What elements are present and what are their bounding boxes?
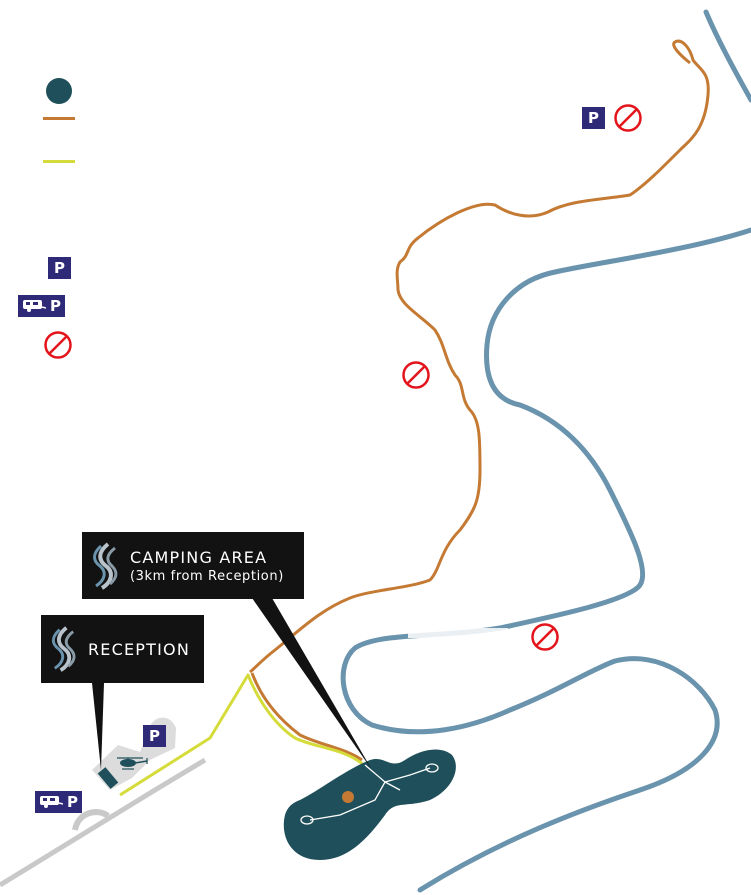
camping-area-title: CAMPING AREA (130, 547, 268, 567)
no-entry-icon (44, 331, 72, 359)
camping-area-shape[interactable] (283, 749, 456, 860)
walking-path (119, 673, 367, 797)
legend-parking-letter: P (54, 259, 65, 277)
camp-dot-icon (46, 78, 72, 104)
rv-parking-icon: P (18, 295, 65, 317)
reception-title: RECEPTION (87, 639, 190, 659)
camp-internal-road (309, 764, 431, 821)
caravan-icon (23, 300, 46, 312)
camping-label-pointer (252, 598, 372, 770)
reception-label[interactable]: RECEPTION (41, 615, 204, 683)
no-entry-icon[interactable] (613, 103, 643, 133)
river-logo-icon (51, 626, 76, 672)
highway-line (0, 757, 207, 888)
road-line-icon (43, 117, 75, 120)
no-entry-icon[interactable] (401, 360, 431, 390)
camp-point-marker[interactable] (342, 791, 354, 803)
parking-icon: P (48, 257, 71, 279)
helicopter-icon (117, 757, 148, 770)
no-entry-icon[interactable] (530, 622, 560, 652)
road-line (249, 39, 710, 674)
reception-building (97, 767, 119, 789)
legend-rv-parking-letter: P (50, 297, 61, 315)
camp-loop-east (425, 763, 439, 773)
camping-area-label[interactable]: CAMPING AREA (3km from Reception) (82, 532, 304, 599)
river-line (340, 9, 751, 893)
parking-marker-reception[interactable]: P (143, 725, 166, 747)
rv-parking-marker-letter: P (67, 793, 78, 811)
parking-marker-letter: P (588, 109, 599, 127)
walking-path-line-icon (43, 160, 75, 163)
river-logo-icon (93, 541, 118, 590)
parking-marker-letter: P (149, 727, 160, 745)
caravan-icon (40, 796, 63, 808)
reception-label-pointer (92, 683, 104, 770)
camp-access-road (250, 672, 363, 762)
rv-parking-marker[interactable]: P (35, 791, 82, 813)
river-crossing (408, 628, 508, 638)
parking-marker-north[interactable]: P (582, 107, 605, 129)
camp-loop-west (300, 815, 314, 825)
camping-area-subtitle: (3km from Reception) (130, 568, 284, 584)
highway-ramp (72, 809, 110, 831)
